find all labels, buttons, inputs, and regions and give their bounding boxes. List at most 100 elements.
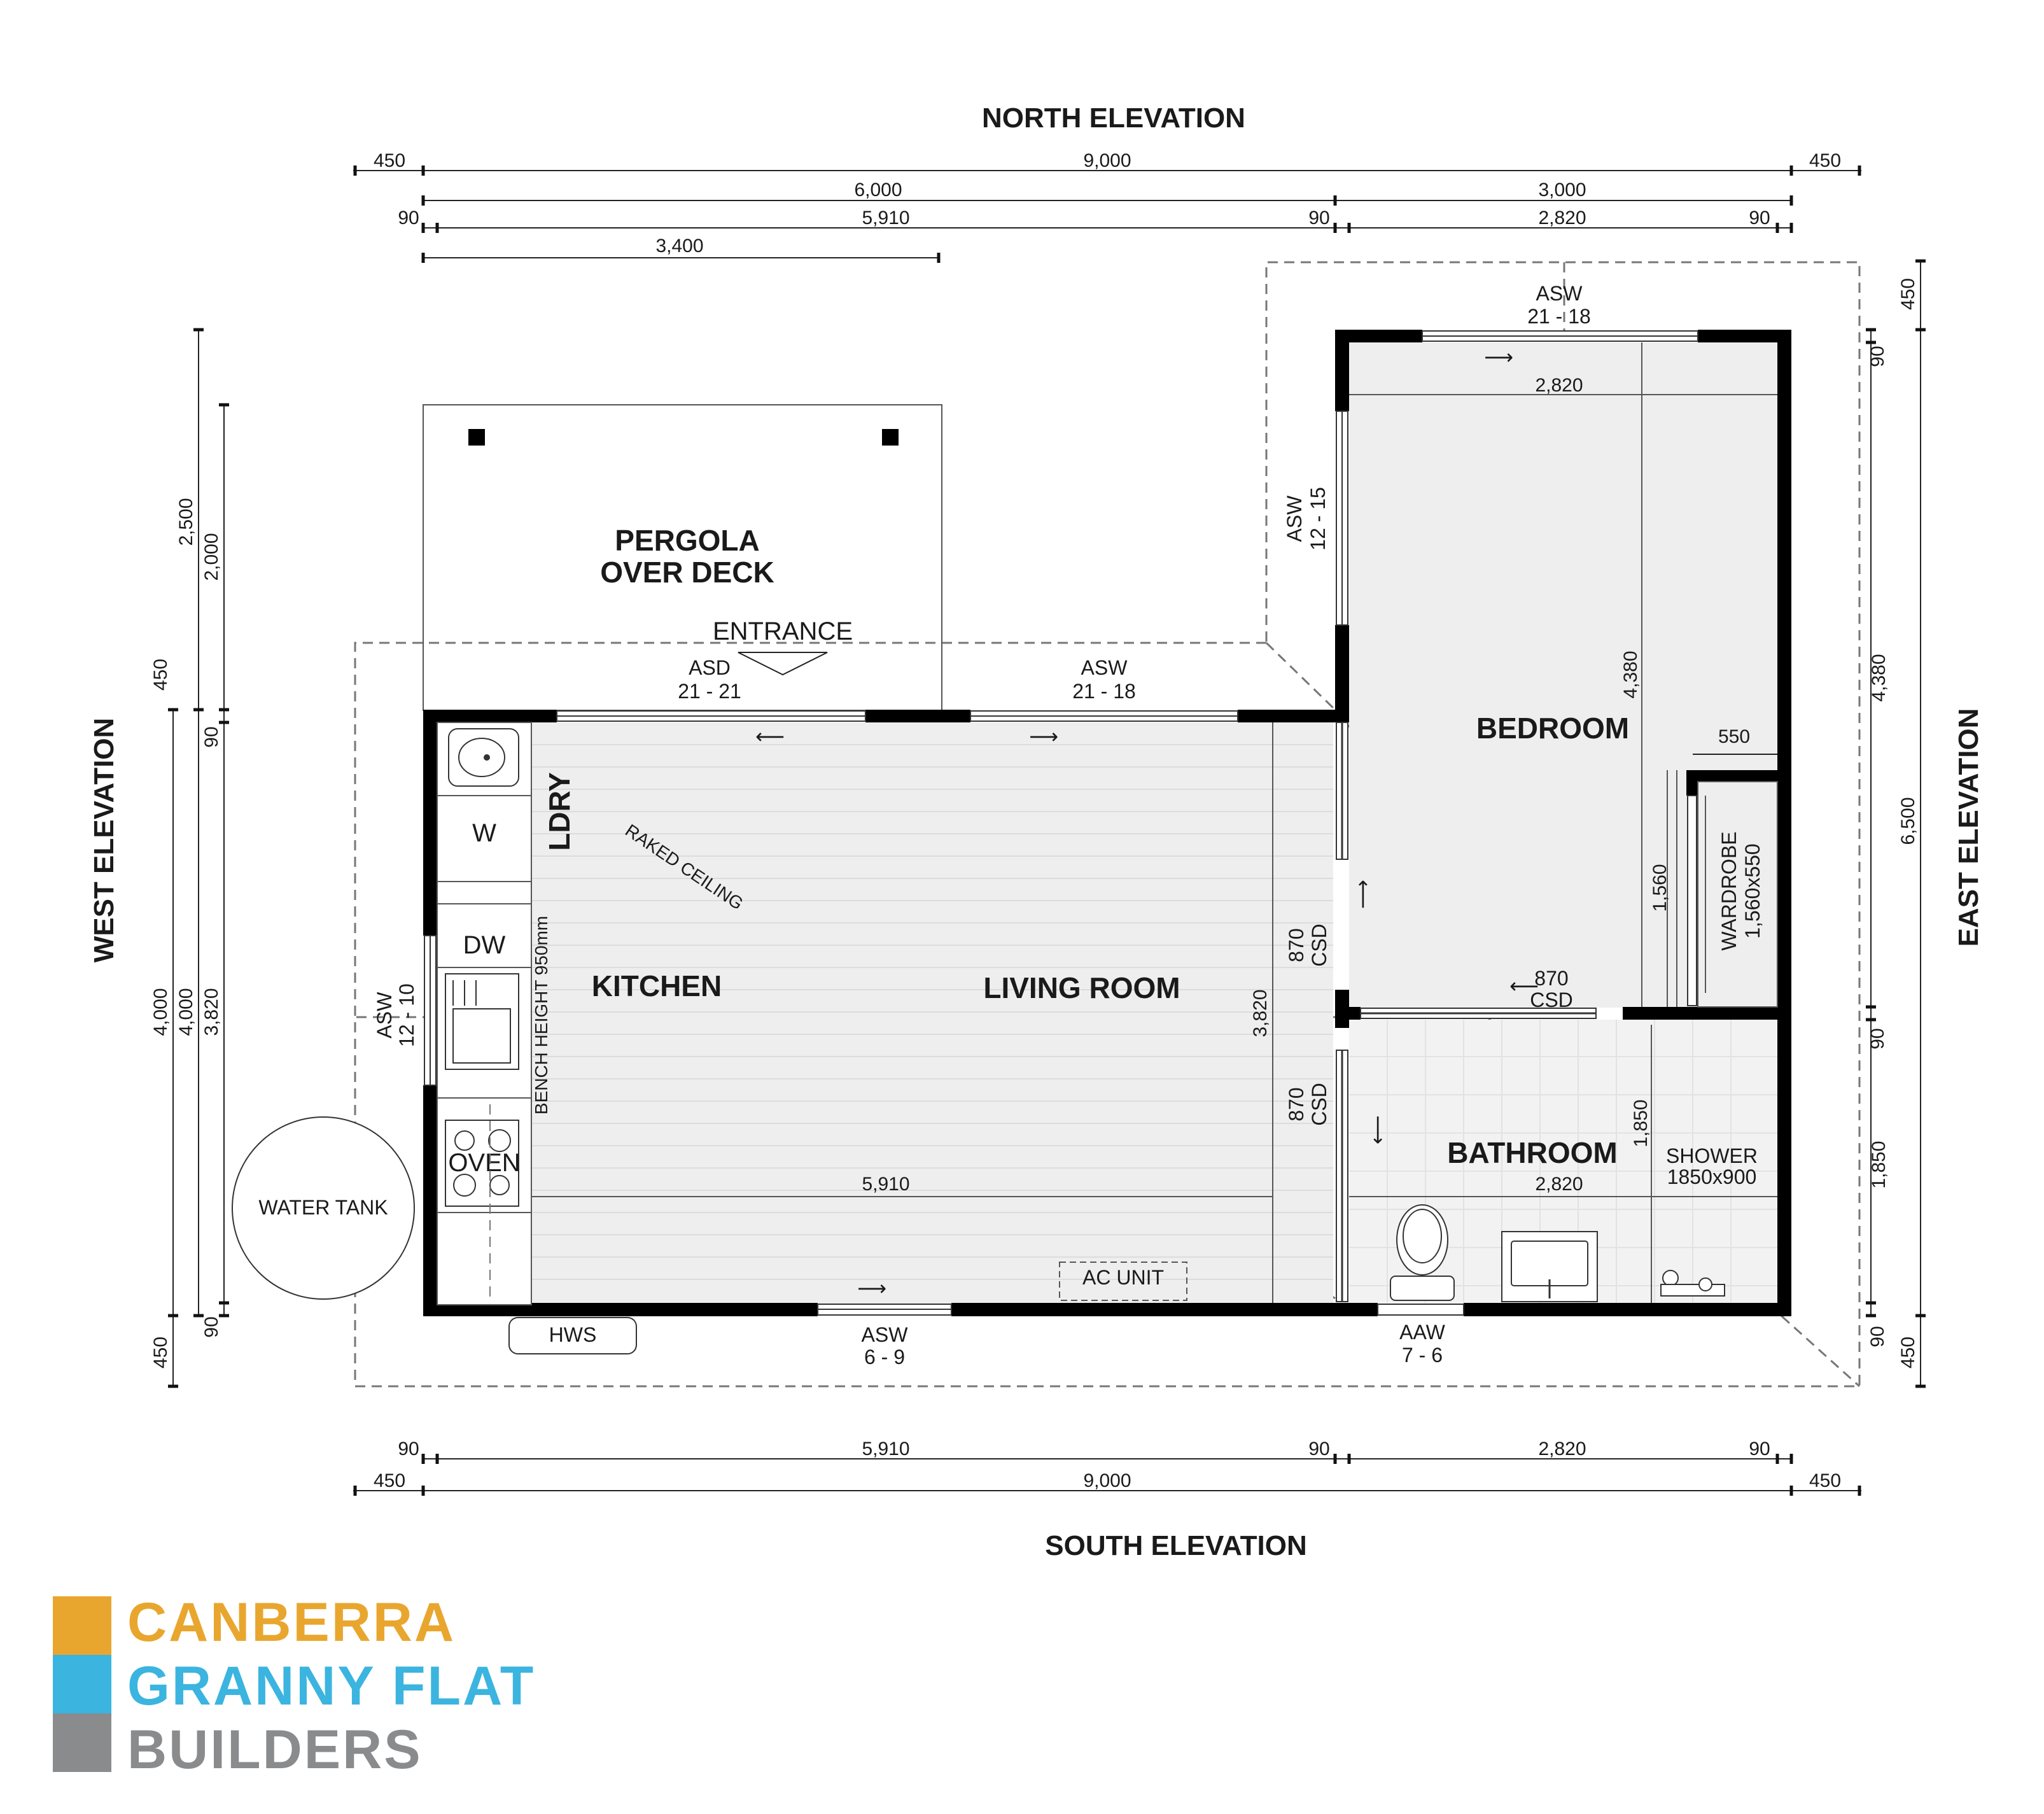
dim-west-450-bottom: 450 <box>150 1337 171 1368</box>
door-csd-bedroom: 870 CSD ⟶ <box>1285 722 1374 967</box>
north-elevation-label: NORTH ELEVATION <box>982 102 1245 134</box>
bedroom-floor <box>1349 342 1779 1008</box>
csd-ward-size: 870 <box>1534 967 1568 990</box>
dim-bottom-90-a: 90 <box>398 1438 419 1459</box>
inner-lines <box>531 342 1778 1303</box>
sliding-arrow-icon: ⟶ <box>857 1277 886 1300</box>
logo-line2: GRANNY FLAT <box>127 1656 535 1717</box>
toilet-icon <box>1390 1204 1455 1301</box>
aaw-south-code: 7 - 6 <box>1402 1344 1443 1367</box>
bench-height-label: BENCH HEIGHT 950mm <box>531 916 551 1114</box>
entrance-arrow-icon <box>738 652 828 676</box>
asw-south-type: ASW <box>862 1323 909 1346</box>
pergola-label-line2: OVER DECK <box>600 556 774 589</box>
dim-east-450-top: 450 <box>1898 278 1919 310</box>
logo-line1: CANBERRA <box>127 1592 456 1653</box>
dim-west-2500: 2,500 <box>176 498 197 545</box>
dim-east-90-top: 90 <box>1867 346 1888 367</box>
dim-top-450-left: 450 <box>374 150 405 171</box>
asd-entrance-type: ASD <box>689 656 731 679</box>
kitchen-label: KITCHEN <box>592 969 722 1002</box>
east-dimension-outer: 450 6,500 450 <box>1898 259 1926 1388</box>
top-dimension-inner: 90 5,910 90 2,820 90 <box>398 207 1793 233</box>
east-dimension-inner: 90 4,380 90 1,850 90 <box>1866 328 1889 1347</box>
logo-swatch-blue <box>53 1655 111 1713</box>
ac-unit: AC UNIT <box>1059 1262 1187 1301</box>
window-asw-south: ASW 6 - 9 ⟶ <box>817 1277 952 1368</box>
dim-east-6500: 6,500 <box>1898 797 1919 845</box>
dim-bottom-9000: 9,000 <box>1083 1470 1131 1491</box>
pergola: PERGOLA OVER DECK ENTRANCE <box>423 404 942 711</box>
dim-top-3000: 3,000 <box>1538 179 1586 200</box>
dim-550: 550 <box>1718 726 1750 747</box>
west-dimension-pergola: 2,500 4,000 <box>176 328 204 1318</box>
asw-bed-west-type: ASW <box>1283 495 1306 542</box>
top-dimension-total: 450 9,000 450 <box>353 150 1861 176</box>
living-room-label: LIVING ROOM <box>983 971 1180 1004</box>
oven-label: OVEN <box>448 1149 520 1177</box>
west-elevation-label: WEST ELEVATION <box>88 718 120 963</box>
dim-bottom-2820: 2,820 <box>1538 1438 1586 1459</box>
asw-west-type: ASW <box>373 992 396 1039</box>
dim-east-90-bottom: 90 <box>1867 1326 1888 1347</box>
window-asw-living-north: ASW 21 - 18 ⟶ <box>970 656 1238 748</box>
dim-east-1850: 1,850 <box>1868 1141 1889 1188</box>
washer-label: W <box>472 819 496 847</box>
asw-bed-west-code: 12 - 15 <box>1306 487 1329 551</box>
window-asw-west-wall: ASW 12 - 10 <box>373 935 437 1086</box>
sliding-arrow-icon: ⟶ <box>1351 880 1374 909</box>
dim-west-4000-mid: 4,000 <box>176 988 197 1036</box>
asd-entrance-code: 21 - 21 <box>678 680 741 703</box>
dim-top-90-b: 90 <box>1308 207 1329 229</box>
dim-top-9000: 9,000 <box>1083 150 1131 171</box>
sink-icon <box>445 973 519 1070</box>
dim-top-90-a: 90 <box>398 207 419 229</box>
dim-bedroom-depth: 4,380 <box>1620 650 1641 698</box>
ac-unit-label: AC UNIT <box>1082 1266 1164 1289</box>
csd-bath-type: CSD <box>1308 1083 1331 1126</box>
bedroom-label: BEDROOM <box>1476 712 1629 745</box>
dim-bath-width: 2,820 <box>1535 1174 1583 1195</box>
pergola-post-left <box>468 429 485 446</box>
dim-east-4380: 4,380 <box>1868 654 1889 701</box>
sliding-arrow-icon: ⟵ <box>1509 974 1539 997</box>
laundry-fixtures: W DW OVEN LDRY BENCH HEIGHT 950mm <box>437 722 576 1305</box>
dim-west-2000: 2,000 <box>201 533 222 580</box>
dim-top-90-c: 90 <box>1749 207 1770 229</box>
water-tank: WATER TANK <box>232 1116 415 1300</box>
sliding-arrow-icon: ⟶ <box>1484 346 1513 369</box>
dim-east-90-mid: 90 <box>1867 1028 1888 1049</box>
dim-top-2820: 2,820 <box>1538 207 1586 229</box>
csd-bed-type: CSD <box>1308 924 1331 967</box>
logo-swatch-grey <box>53 1713 111 1772</box>
living-floor <box>531 722 1333 1305</box>
south-elevation-label: SOUTH ELEVATION <box>1045 1530 1307 1561</box>
hws-unit: HWS <box>508 1317 637 1354</box>
west-dimension-outer: 450 4,000 450 <box>150 659 178 1388</box>
aaw-south-type: AAW <box>1399 1321 1446 1344</box>
water-tank-label: WATER TANK <box>258 1196 388 1219</box>
dim-top-450-right: 450 <box>1809 150 1841 171</box>
dim-west-450-top: 450 <box>150 659 171 691</box>
dim-bottom-450-left: 450 <box>374 1470 405 1491</box>
logo-line3: BUILDERS <box>127 1719 423 1780</box>
dim-west-90-top: 90 <box>201 726 222 747</box>
pergola-label-line1: PERGOLA <box>615 524 759 557</box>
sliding-arrow-icon: ⟶ <box>1029 725 1058 748</box>
dim-wardrobe-height: 1,560 <box>1649 864 1670 911</box>
csd-bath-size: 870 <box>1285 1087 1308 1121</box>
dim-bottom-90-b: 90 <box>1308 1438 1329 1459</box>
asw-living-north-code: 21 - 18 <box>1072 680 1136 703</box>
window-aaw-south: AAW 7 - 6 <box>1377 1304 1464 1367</box>
door-csd-wardrobe: 870 CSD ⟵ <box>1360 967 1597 1019</box>
dim-wardrobe-offset: 550 <box>1693 726 1777 755</box>
shower-fixture-icon <box>1660 1270 1725 1297</box>
window-asw-bed-west: ASW 12 - 15 <box>1283 411 1348 626</box>
asw-south-code: 6 - 9 <box>864 1346 905 1368</box>
dim-living-depth: 3,820 <box>1250 989 1271 1037</box>
dim-west-3820: 3,820 <box>201 988 222 1036</box>
asw-living-north-type: ASW <box>1081 656 1128 679</box>
dishwasher-label: DW <box>463 931 506 959</box>
vanity-basin-icon <box>1501 1231 1598 1302</box>
asw-bed-north-type: ASW <box>1536 282 1583 305</box>
